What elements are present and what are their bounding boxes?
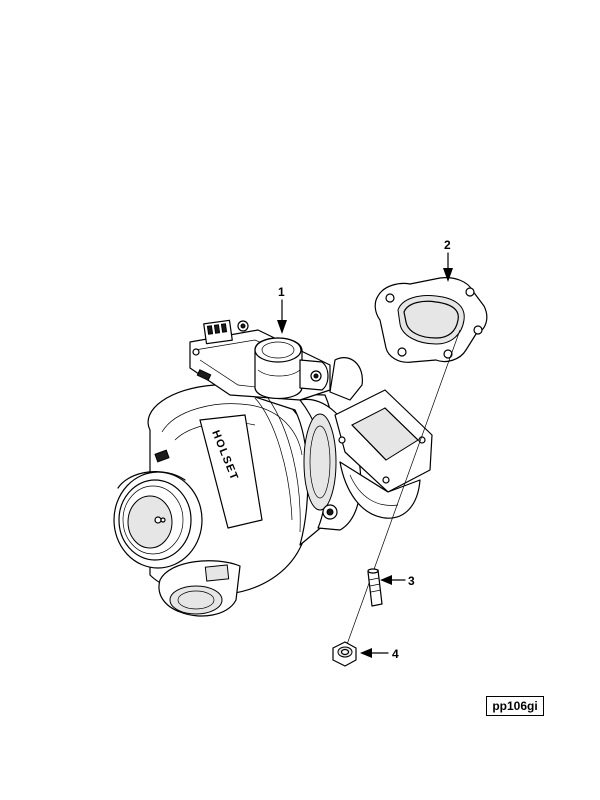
- exhaust-gasket: [374, 277, 488, 363]
- turbocharger-assembly: HOLSET: [113, 319, 433, 617]
- callout-number-3: 3: [408, 574, 415, 588]
- callout-number-1: 1: [278, 285, 285, 299]
- stud: [367, 568, 383, 607]
- callout-leader-3: [380, 575, 406, 585]
- reference-code: pp106gi: [492, 699, 538, 713]
- assembly-guide-line: [344, 329, 461, 651]
- callout-leader-2: [443, 252, 453, 282]
- nut: [332, 641, 357, 667]
- reference-code-box: pp106gi: [486, 696, 544, 716]
- callout-leader-4: [360, 648, 389, 658]
- callout-number-4: 4: [392, 647, 399, 661]
- callout-leader-1: [277, 299, 287, 334]
- callout-number-2: 2: [444, 238, 451, 252]
